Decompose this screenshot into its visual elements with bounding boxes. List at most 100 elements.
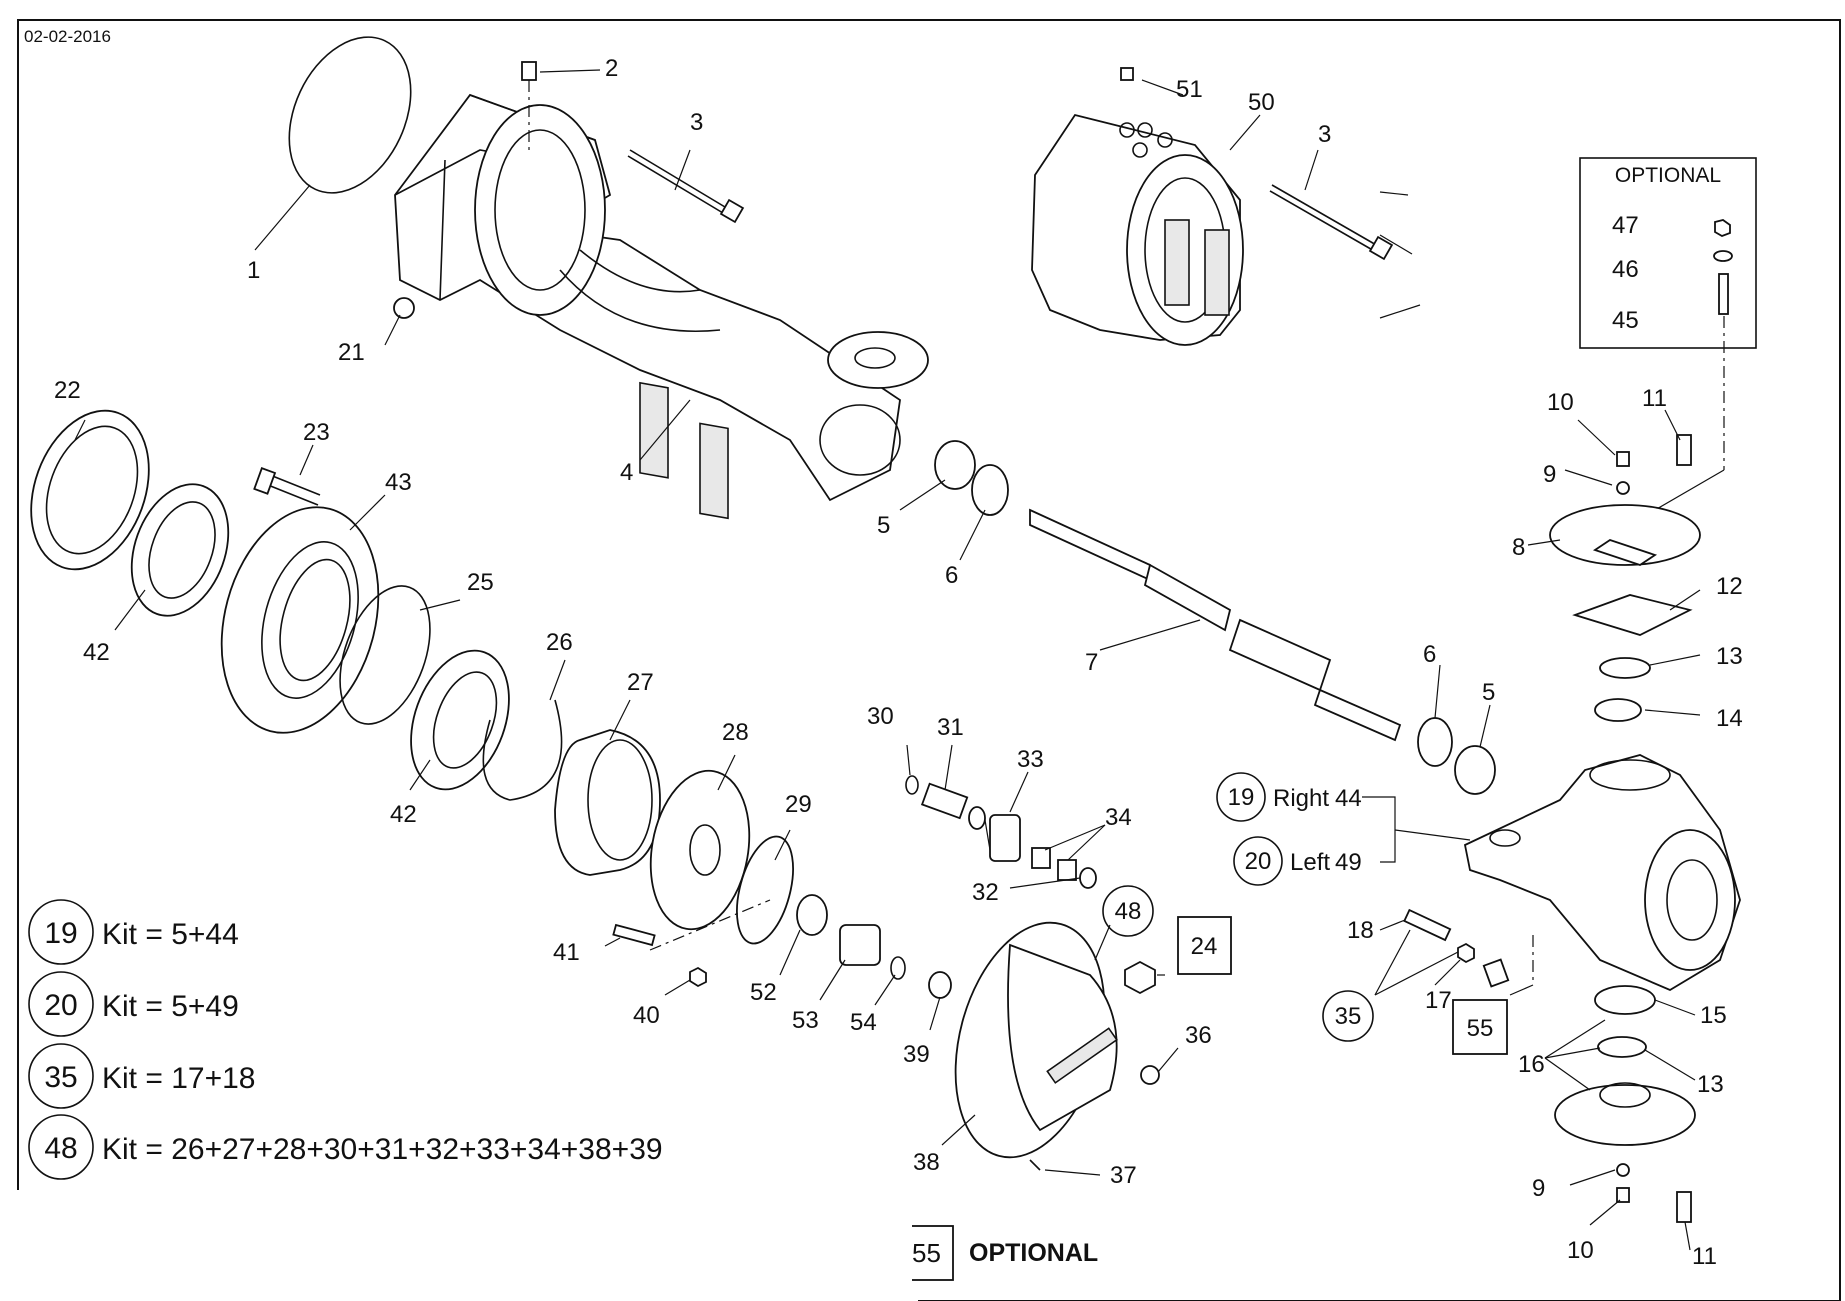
part-27-ring-gear <box>554 729 661 876</box>
part-9-grease-nipple-bottom <box>1616 1163 1630 1177</box>
callout-14: 14 <box>1716 705 1743 732</box>
part-22-seal <box>30 409 150 571</box>
part-34-needle-bearing-a <box>1031 847 1051 869</box>
part-1-o-ring <box>288 36 412 194</box>
callout-6: 6 <box>1423 641 1436 668</box>
part-5-bushing-right <box>1454 745 1496 795</box>
callout-27: 27 <box>627 669 654 696</box>
callout-50: 50 <box>1248 89 1275 116</box>
circled-48: 48 <box>1115 898 1142 925</box>
callout-5: 5 <box>1482 679 1495 706</box>
part-10-cap-top <box>1616 451 1630 467</box>
circled-callouts: 19 Right 20 Left 35 48 <box>1102 772 1374 1042</box>
callout-21: 21 <box>338 339 365 366</box>
steering-knuckle <box>1463 754 1741 992</box>
part-14-bearing-top <box>1594 698 1642 722</box>
callout-1: 1 <box>247 257 260 284</box>
callout-54: 54 <box>850 1009 877 1036</box>
part-7-drive-shaft <box>1029 508 1402 742</box>
part-45-stud <box>1718 273 1729 315</box>
part-50-housing-right <box>1031 113 1244 346</box>
kit-20-text: Kit = 5+49 <box>102 990 239 1023</box>
callout-numbers: 1 2 3 3 4 5 5 6 6 7 8 9 9 10 10 11 11 12… <box>54 55 1743 1270</box>
callout-32: 32 <box>972 879 999 906</box>
date-stamp: 02-02-2016 <box>24 27 111 46</box>
callout-11: 11 <box>1642 385 1667 412</box>
drawing-border <box>17 19 1841 1301</box>
callout-23: 23 <box>303 419 330 446</box>
callout-38: 38 <box>913 1149 940 1176</box>
part-41-stud <box>612 923 656 947</box>
callout-36: 36 <box>1185 1022 1212 1049</box>
part-37-screw <box>1029 1159 1041 1171</box>
callout-29: 29 <box>785 791 812 818</box>
part-24-nut <box>1124 960 1156 995</box>
callout-16: 16 <box>1518 1051 1545 1078</box>
callout-52: 52 <box>750 979 777 1006</box>
callout-41: 41 <box>553 939 580 966</box>
part-36-plug <box>1140 1065 1160 1085</box>
part-53-sun-gear <box>839 924 881 966</box>
part-33-planet-gear <box>989 814 1021 862</box>
callout-11: 11 <box>1692 1243 1717 1270</box>
part-2-plug <box>521 61 537 150</box>
callout-37: 37 <box>1110 1162 1137 1189</box>
part-3-bolt-right <box>1269 184 1394 261</box>
part-5-bushing-left <box>934 440 976 490</box>
legend-optional-text: OPTIONAL <box>969 1239 1098 1267</box>
callout-25: 25 <box>467 569 494 596</box>
boxed-24: 24 <box>1191 933 1218 960</box>
boxed-callouts: 24 55 <box>1177 916 1508 1055</box>
callout-3: 3 <box>1318 121 1331 148</box>
callout-10: 10 <box>1547 389 1574 416</box>
part-39-washer <box>928 971 952 999</box>
part-43-wheel-hub <box>220 506 380 734</box>
part-54-circlip <box>890 956 906 980</box>
callout-22: 22 <box>54 377 81 404</box>
callout-47: 47 <box>1612 212 1639 239</box>
part-51-plug <box>1120 67 1134 81</box>
kit-48-number: 48 <box>44 1132 77 1165</box>
part-4-axle-housing <box>394 93 929 520</box>
callout-18: 18 <box>1347 917 1374 944</box>
boxed-55: 55 <box>1467 1015 1494 1042</box>
part-13-seal-top <box>1599 657 1651 679</box>
callout-39: 39 <box>903 1041 930 1068</box>
part-31-pin <box>920 782 969 820</box>
part-13-seal-bottom <box>1597 1036 1647 1058</box>
callout-43: 43 <box>385 469 412 496</box>
callout-15: 15 <box>1700 1002 1727 1029</box>
part-12-shim <box>1572 594 1693 636</box>
part-6-seal-left <box>971 464 1009 516</box>
part-42-bearing-inner <box>410 649 510 791</box>
part-17-nut <box>1457 942 1475 964</box>
part-30-circlip <box>905 775 919 795</box>
part-32-washer <box>968 806 986 830</box>
label-right: Right <box>1273 785 1329 812</box>
callout-9: 9 <box>1532 1175 1545 1202</box>
part-8-king-pin-cap <box>1549 504 1701 566</box>
part-55-bushing <box>1482 958 1510 988</box>
part-29-thrust-plate <box>736 835 794 945</box>
callout-34: 34 <box>1105 804 1132 831</box>
callout-5: 5 <box>877 512 890 539</box>
part-11-screw-bottom <box>1676 1191 1692 1223</box>
callout-6: 6 <box>945 562 958 589</box>
optional-box-frame <box>1579 157 1757 349</box>
part-15-bearing-bottom <box>1594 985 1656 1015</box>
callout-17: 17 <box>1425 987 1452 1014</box>
part-9-grease-nipple-top <box>1616 481 1630 495</box>
callout-9: 9 <box>1543 461 1556 488</box>
callout-13: 13 <box>1716 643 1743 670</box>
part-10-cap-bottom <box>1616 1187 1630 1203</box>
kit-20-number: 20 <box>44 989 77 1022</box>
kit-19-text: Kit = 5+44 <box>102 918 239 951</box>
callout-45: 45 <box>1612 307 1639 334</box>
callout-12: 12 <box>1716 573 1743 600</box>
callout-2: 2 <box>605 55 618 82</box>
part-18-bolt <box>1403 908 1452 942</box>
part-42-bearing-outer <box>130 483 230 617</box>
callout-33: 33 <box>1017 746 1044 773</box>
part-52-thrust-washer <box>796 894 828 936</box>
callout-28: 28 <box>722 719 749 746</box>
